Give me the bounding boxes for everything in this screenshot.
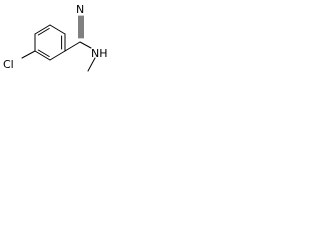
- alpha-carbon-to-amine-bond: [79, 41, 92, 49]
- ring-bond-3: [34, 24, 51, 35]
- ring-double-bond-3: [37, 49, 50, 57]
- ring-to-alpha-carbon-bond: [64, 41, 81, 52]
- amine-label: NH: [91, 47, 108, 60]
- ring-double-bond-2: [37, 28, 50, 36]
- structure-canvas: Cl N NH: [0, 0, 114, 93]
- ring-bond-2: [49, 24, 66, 35]
- amine-to-methyl-bond: [87, 57, 96, 72]
- chemical-structure-diagram: Cl N NH: [3, 3, 108, 72]
- chlorine-label: Cl: [3, 58, 14, 71]
- chlorine-bond: [21, 50, 36, 59]
- ring-bond-6: [49, 50, 66, 61]
- nitrile-triple-bond: [78, 15, 84, 39]
- benzene-ring: [34, 24, 66, 61]
- ring-bond-5: [34, 50, 51, 61]
- nitrile-nitrogen-label: N: [76, 3, 84, 16]
